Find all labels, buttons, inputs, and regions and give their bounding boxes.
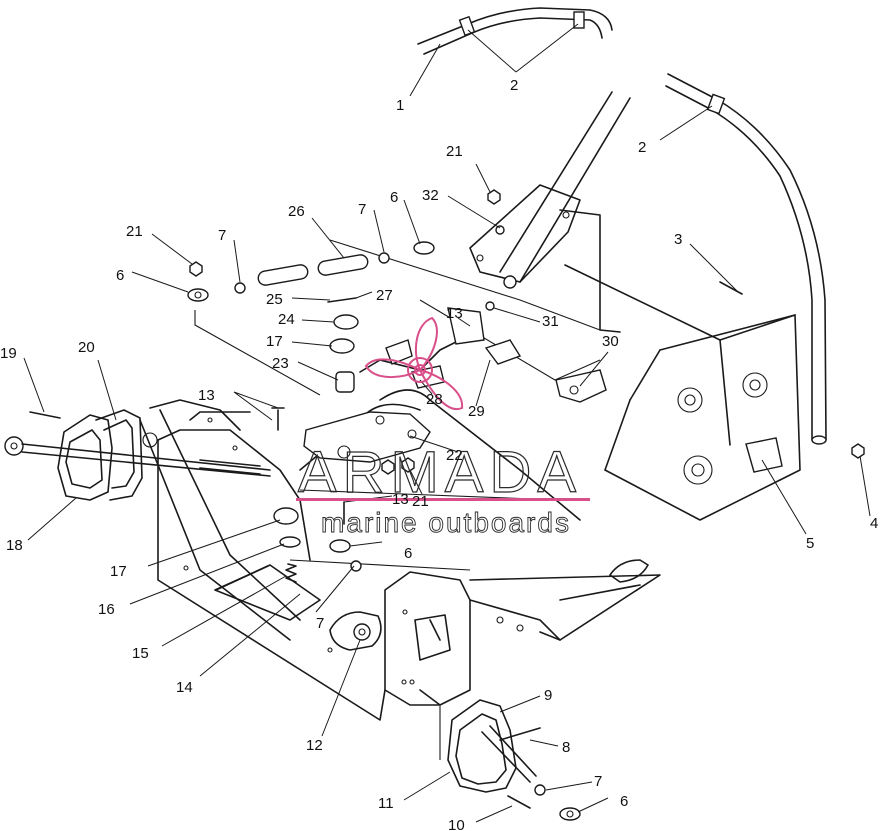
callout-12: 12 bbox=[306, 737, 323, 754]
callout-21: 21 bbox=[412, 493, 429, 510]
callout-25: 25 bbox=[266, 291, 283, 308]
callout-13: 13 bbox=[198, 387, 215, 404]
callout-7: 7 bbox=[218, 227, 226, 244]
callout-18: 18 bbox=[6, 537, 23, 554]
callout-27: 27 bbox=[376, 287, 393, 304]
callout-22: 22 bbox=[446, 447, 463, 464]
callout-31: 31 bbox=[542, 313, 559, 330]
callout-9: 9 bbox=[544, 687, 552, 704]
callout-labels: 1 2 2 3 4 5 6 6 6 6 7 7 7 7 8 9 10 11 12… bbox=[0, 77, 878, 831]
upper-handle bbox=[417, 7, 613, 55]
callout-1: 1 bbox=[396, 97, 404, 114]
callout-30: 30 bbox=[602, 333, 619, 350]
callout-6: 6 bbox=[404, 545, 412, 562]
callout-21: 21 bbox=[126, 223, 143, 240]
mount-12 bbox=[329, 611, 382, 651]
callout-23: 23 bbox=[272, 355, 289, 372]
callout-3: 3 bbox=[674, 231, 682, 248]
callout-28: 28 bbox=[426, 391, 443, 408]
propeller-logo bbox=[364, 316, 464, 411]
callout-32: 32 bbox=[422, 187, 439, 204]
callout-6: 6 bbox=[116, 267, 124, 284]
callout-17: 17 bbox=[266, 333, 283, 350]
callout-26: 26 bbox=[288, 203, 305, 220]
callout-7: 7 bbox=[594, 773, 602, 790]
callout-15: 15 bbox=[132, 645, 149, 662]
right-tube bbox=[665, 73, 827, 445]
callout-24: 24 bbox=[278, 311, 295, 328]
callout-10: 10 bbox=[448, 817, 465, 831]
callout-13: 13 bbox=[446, 305, 463, 322]
callout-21: 21 bbox=[446, 143, 463, 160]
watermark-brand: ARMADA bbox=[298, 440, 582, 505]
callout-16: 16 bbox=[98, 601, 115, 618]
callout-2: 2 bbox=[510, 77, 518, 94]
hardware bbox=[29, 189, 865, 821]
watermark-underline bbox=[296, 498, 590, 501]
callout-14: 14 bbox=[176, 679, 193, 696]
callout-7: 7 bbox=[358, 201, 366, 218]
leader-lines bbox=[23, 23, 871, 823]
callout-6: 6 bbox=[390, 189, 398, 206]
callout-4: 4 bbox=[870, 515, 878, 532]
callout-20: 20 bbox=[78, 339, 95, 356]
callout-29: 29 bbox=[468, 403, 485, 420]
line-drawing bbox=[4, 7, 865, 821]
lower-gate bbox=[419, 689, 537, 793]
callout-7: 7 bbox=[316, 615, 324, 632]
callout-6: 6 bbox=[620, 793, 628, 810]
callout-8: 8 bbox=[562, 739, 570, 756]
callout-17: 17 bbox=[110, 563, 127, 580]
watermark: ARMADA marine outboards bbox=[296, 316, 590, 538]
watermark-tagline: marine outboards bbox=[321, 507, 571, 538]
steering-arm bbox=[469, 91, 631, 289]
callout-2: 2 bbox=[638, 139, 646, 156]
callout-13: 13 bbox=[392, 491, 409, 508]
callout-5: 5 bbox=[806, 535, 814, 552]
front-bracket bbox=[384, 571, 561, 706]
callout-11: 11 bbox=[378, 795, 394, 812]
callout-19: 19 bbox=[0, 345, 17, 362]
left-control-gate bbox=[4, 409, 271, 501]
